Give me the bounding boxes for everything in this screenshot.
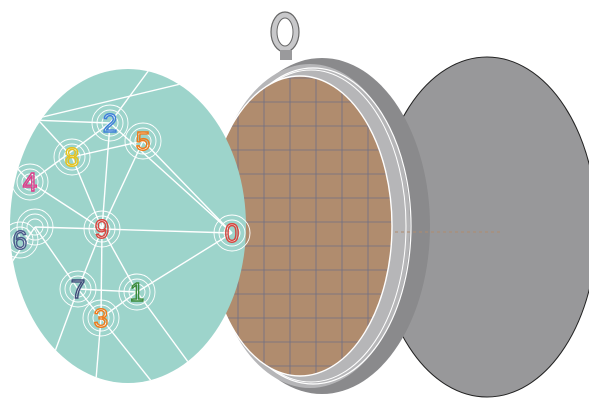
dial-digit-3: 3 [94,303,108,333]
dial-digit-2: 2 [103,108,117,138]
pendant-ring-icon [271,12,299,60]
dial-digit-4: 4 [23,167,37,197]
dial-digit-1: 1 [130,277,144,307]
dial-digit-8: 8 [65,142,79,172]
dial-digit-9: 9 [95,214,109,244]
dial-digit-0: 0 [225,218,239,248]
dial-digit-5: 5 [136,126,150,156]
dial-digit-7: 7 [71,274,85,304]
dial-digit-6: 6 [13,225,27,255]
